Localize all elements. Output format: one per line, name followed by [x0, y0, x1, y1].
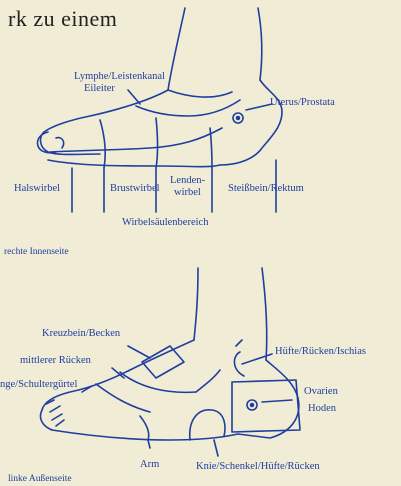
- label-wirbelsaeulenbereich: Wirbelsäulenbereich: [122, 218, 208, 229]
- caption-rechte-innenseite: rechte Innenseite: [4, 248, 69, 258]
- label-schultergurtel: nge/Schultergürtel: [0, 380, 77, 391]
- label-eileiter: Eileiter: [84, 84, 115, 95]
- label-kreuzbein-becken: Kreuzbein/Becken: [42, 329, 120, 340]
- label-lendenwirbel-1: Lenden-: [170, 176, 205, 187]
- label-huefte-ruecken-ischias: Hüfte/Rücken/Ischias: [275, 347, 366, 358]
- label-lendenwirbel-2: wirbel: [174, 188, 201, 199]
- label-knie-schenkel: Knie/Schenkel/Hüfte/Rücken: [196, 462, 320, 473]
- label-arm: Arm: [140, 460, 159, 471]
- inner-foot-drawing: [37, 8, 282, 212]
- label-halswirbel: Halswirbel: [14, 184, 60, 195]
- label-steissbein-rektum: Steißbein/Rektum: [228, 184, 304, 195]
- label-brustwirbel: Brustwirbel: [110, 184, 160, 195]
- label-mittlerer-ruecken: mittlerer Rücken: [20, 356, 91, 367]
- label-lymphe: Lymphe/Leistenkanal: [74, 72, 165, 83]
- label-uterus-prostata: Uterus/Prostata: [270, 98, 335, 109]
- caption-linke-aussenseite: linke Außenseite: [8, 475, 72, 485]
- label-hoden: Hoden: [308, 404, 336, 415]
- label-ovarien: Ovarien: [304, 387, 338, 398]
